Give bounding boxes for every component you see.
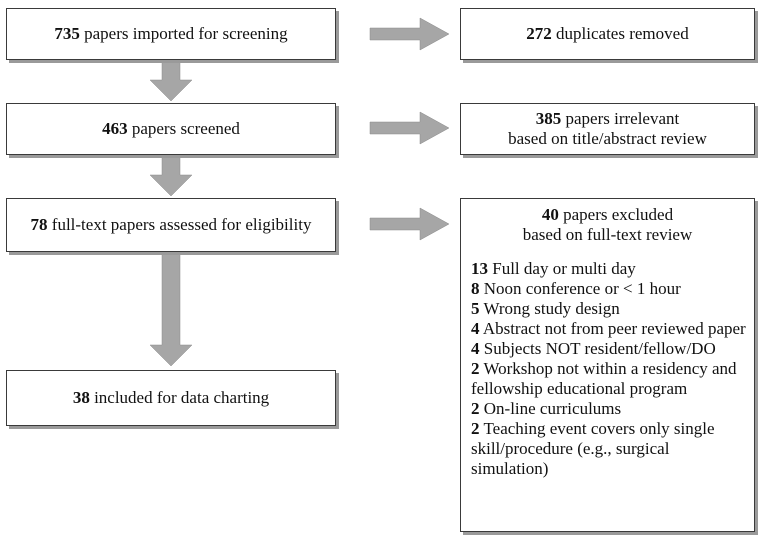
reason-text: Teaching event covers only single skill/… — [471, 419, 715, 478]
arrow-down-assessed — [149, 154, 193, 197]
reason-count: 2 — [471, 399, 480, 418]
excluded-label: papers excluded — [563, 205, 674, 224]
included-label: included for data charting — [94, 388, 270, 407]
reason-text: Abstract not from peer reviewed paper — [482, 319, 746, 338]
duplicates-label: duplicates removed — [556, 24, 689, 43]
arrow-right-irrelevant — [369, 111, 450, 145]
arrow-right-duplicates — [369, 17, 450, 51]
box-screened-content: 463 papers screened — [102, 119, 240, 139]
irrelevant-line2: based on title/abstract review — [508, 129, 707, 148]
assessed-count: 78 — [30, 215, 48, 234]
list-item: 2 Teaching event covers only single skil… — [471, 419, 746, 479]
reason-count: 13 — [471, 259, 488, 278]
box-included-content: 38 included for data charting — [73, 388, 269, 408]
box-duplicates: 272 duplicates removed — [460, 8, 755, 60]
reason-text: Subjects NOT resident/fellow/DO — [483, 339, 716, 358]
list-item: 4 Subjects NOT resident/fellow/DO — [471, 339, 746, 359]
reason-text: Workshop not within a residency and fell… — [471, 359, 737, 398]
reason-count: 8 — [471, 279, 480, 298]
box-screened: 463 papers screened — [6, 103, 336, 155]
duplicates-count: 272 — [526, 24, 552, 43]
irrelevant-count: 385 — [535, 109, 562, 128]
imported-label: papers imported for screening — [84, 24, 288, 43]
reason-text: On-line curriculums — [483, 399, 622, 418]
box-irrelevant: 385 papers irrelevant based on title/abs… — [460, 103, 755, 155]
list-item: 4 Abstract not from peer reviewed paper — [471, 319, 746, 339]
irrelevant-line1: 385 papers irrelevant — [536, 109, 680, 129]
excluded-line1: 40 papers excluded — [461, 205, 754, 225]
reason-text: Full day or multi day — [492, 259, 636, 278]
list-item: 8 Noon conference or < 1 hour — [471, 279, 746, 299]
screened-label: papers screened — [131, 119, 240, 138]
assessed-label: full-text papers assessed for eligibilit… — [51, 215, 312, 234]
box-imported-content: 735 papers imported for screening — [54, 24, 287, 44]
reason-count: 2 — [471, 359, 480, 378]
reason-text: Wrong study design — [483, 299, 620, 318]
box-excluded: 40 papers excluded based on full-text re… — [460, 198, 755, 532]
list-item: 2 Workshop not within a residency and fe… — [471, 359, 746, 399]
reason-text: Noon conference or < 1 hour — [483, 279, 681, 298]
screened-count: 463 — [102, 119, 128, 138]
arrow-right-excluded — [369, 207, 450, 241]
box-assessed: 78 full-text papers assessed for eligibi… — [6, 198, 336, 252]
box-imported: 735 papers imported for screening — [6, 8, 336, 60]
exclusion-reasons-list: 13 Full day or multi day 8 Noon conferen… — [461, 259, 754, 479]
box-duplicates-content: 272 duplicates removed — [526, 24, 688, 44]
arrow-down-screened — [149, 59, 193, 102]
list-item: 13 Full day or multi day — [471, 259, 746, 279]
irrelevant-label: papers irrelevant — [565, 109, 680, 128]
excluded-line2: based on full-text review — [522, 225, 693, 244]
reason-count: 2 — [471, 419, 480, 438]
box-included: 38 included for data charting — [6, 370, 336, 426]
reason-count: 4 — [471, 319, 480, 338]
box-assessed-content: 78 full-text papers assessed for eligibi… — [31, 215, 312, 235]
reason-count: 5 — [471, 299, 480, 318]
list-item: 5 Wrong study design — [471, 299, 746, 319]
excluded-header: 40 papers excluded based on full-text re… — [461, 205, 754, 245]
imported-count: 735 — [54, 24, 80, 43]
excluded-count: 40 — [541, 205, 559, 224]
arrow-down-included — [149, 251, 193, 367]
list-item: 2 On-line curriculums — [471, 399, 746, 419]
included-count: 38 — [72, 388, 90, 407]
reason-count: 4 — [471, 339, 480, 358]
